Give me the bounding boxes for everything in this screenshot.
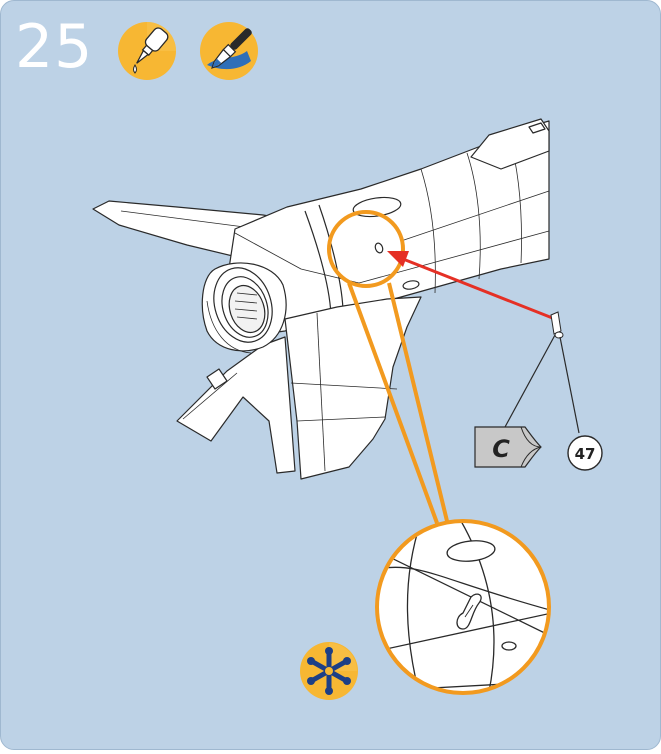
asterisk-icon [300, 642, 358, 700]
sprue-letter: C [492, 435, 510, 463]
sprue-label: C [475, 427, 541, 467]
detail-magnifier [377, 521, 561, 701]
part-number: 47 [575, 445, 596, 463]
part-number-badge: 47 [568, 436, 602, 470]
part-47-piece [551, 312, 563, 338]
ventral-strake [177, 337, 295, 473]
